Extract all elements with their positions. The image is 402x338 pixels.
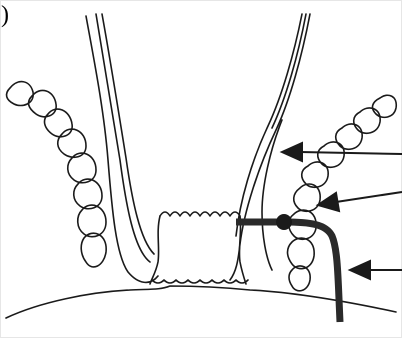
left-segment-chain bbox=[7, 82, 107, 267]
internal-opening-dot bbox=[276, 214, 292, 230]
right-segment-chain bbox=[288, 95, 397, 291]
corner-mark: ) bbox=[1, 2, 9, 28]
mucosal-folds-upper bbox=[160, 212, 240, 216]
fistula-tract bbox=[236, 214, 340, 322]
left-wall bbox=[86, 14, 158, 282]
arrow-lower bbox=[350, 261, 402, 279]
mucosal-folds-lower bbox=[152, 280, 248, 283]
arrow-middle bbox=[318, 192, 402, 211]
